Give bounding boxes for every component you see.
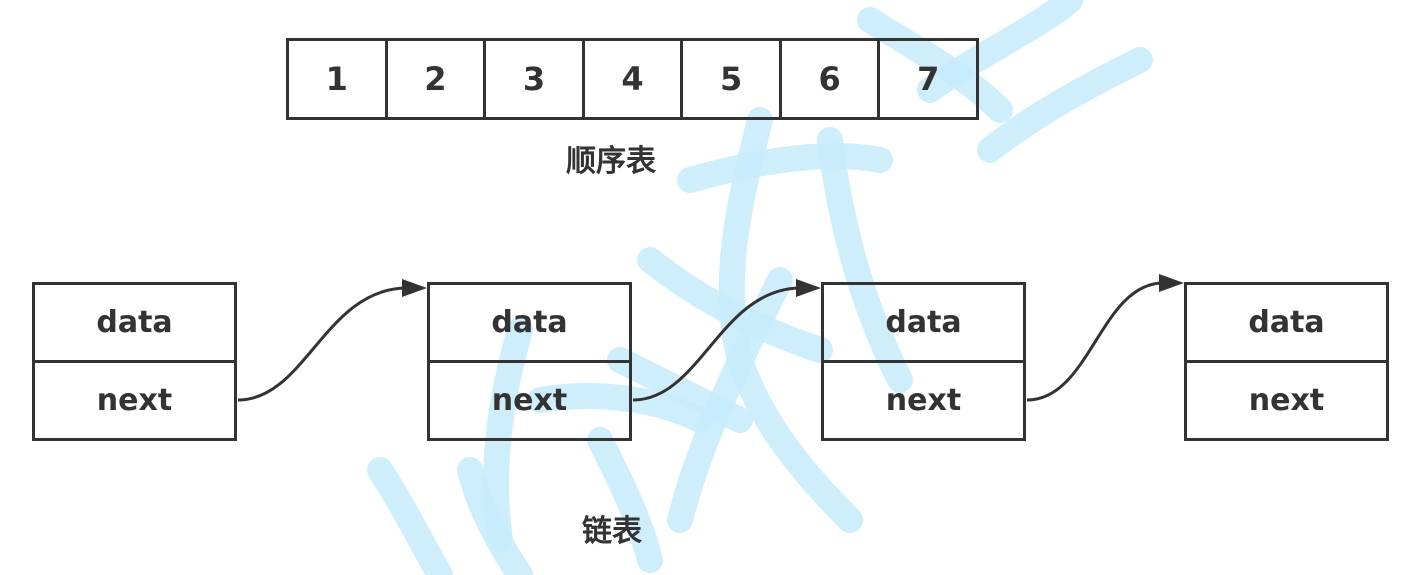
node-data-field: data [824,285,1023,363]
node-data-field: data [35,285,234,363]
sequence-cell: 4 [585,41,684,117]
linked-list-caption: 链表 [582,514,642,549]
sequence-cell: 1 [289,41,388,117]
next-pointer-arrow [1026,274,1184,402]
linked-list-node: data next [427,282,632,441]
sequence-cell: 2 [388,41,487,117]
node-next-field: next [1248,383,1325,418]
sequence-list: 1 2 3 4 5 6 7 [286,38,979,120]
sequence-cell: 5 [683,41,782,117]
next-pointer-arrow [632,279,821,402]
node-next-field: next [491,383,568,418]
linked-list-node: data next [821,282,1026,441]
sequence-cell: 7 [917,60,940,98]
next-pointer-arrow [237,279,427,402]
node-data-field: data [1187,285,1386,363]
node-data-field: data [430,285,629,363]
node-next-field: next [885,383,962,418]
node-next-field: next [96,383,173,418]
sequence-cell: 6 [782,41,881,117]
linked-list-node: data next [1184,282,1389,441]
sequence-cell: 3 [486,41,585,117]
sequence-list-caption: 顺序表 [566,144,656,179]
linked-list-node: data next [32,282,237,441]
